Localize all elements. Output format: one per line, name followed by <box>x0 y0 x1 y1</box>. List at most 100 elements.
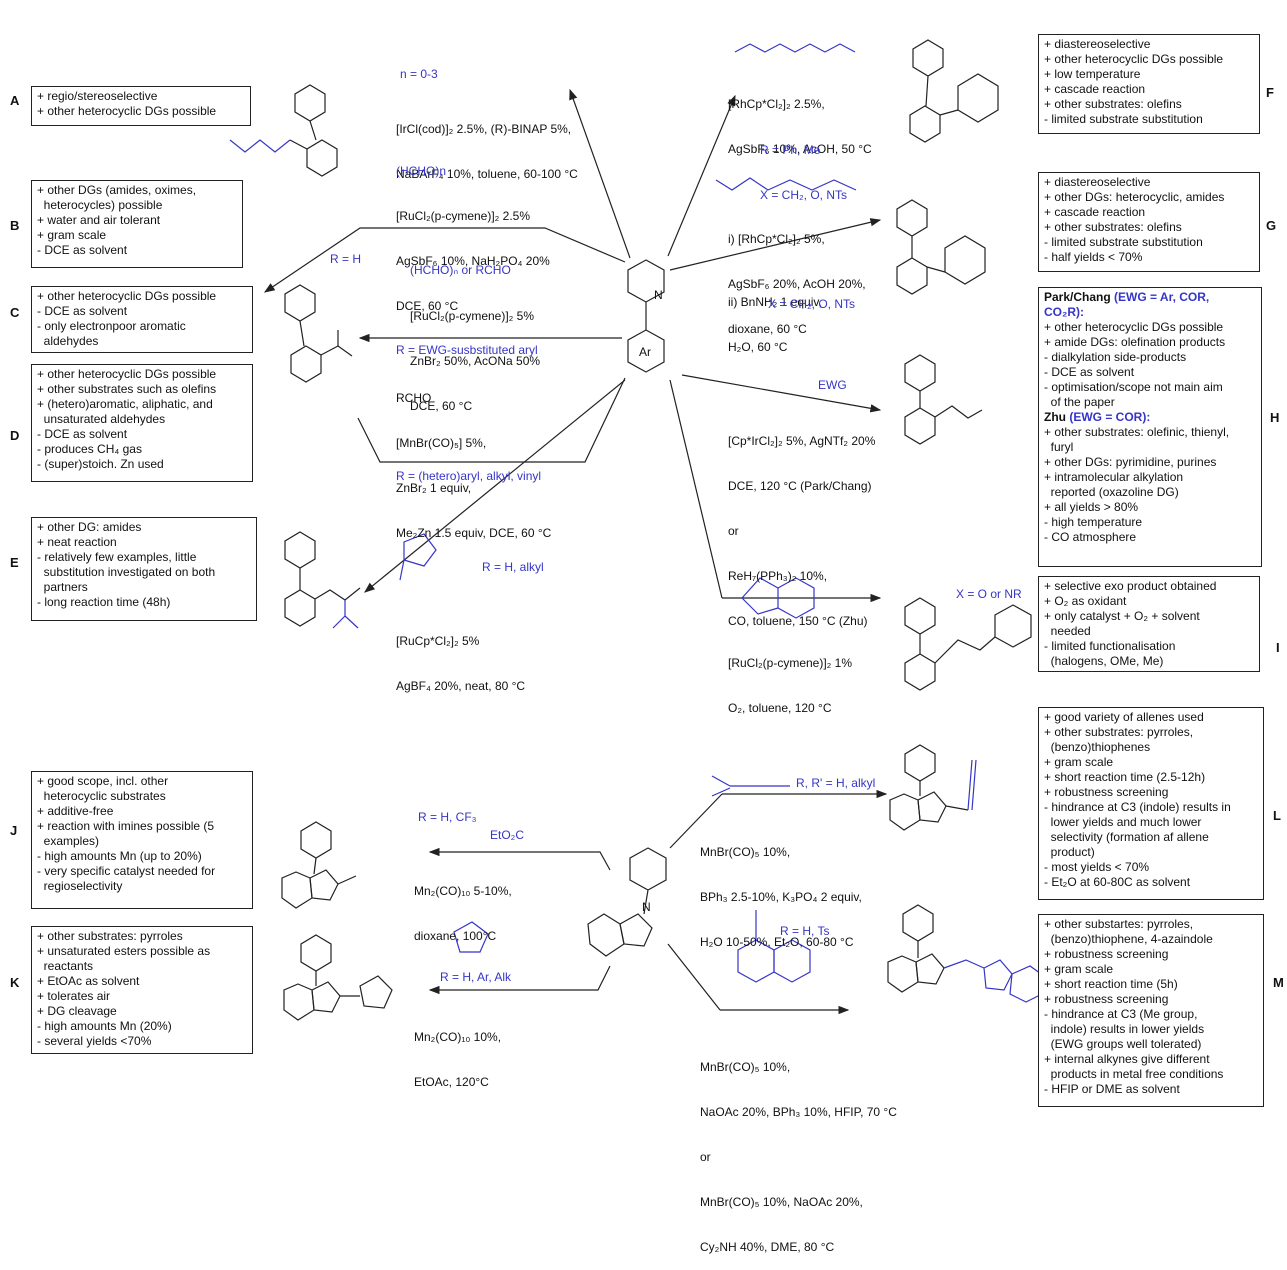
cond-d: [MnBr(CO)₅] 5%, ZnBr₂ 1 equiv, Me₂Zn 1.5… <box>396 406 551 556</box>
cond-l-r: R, R' = H, alkyl <box>796 776 876 790</box>
cond-c-line: [RuCl₂(p-cymene)]₂ 5% <box>410 309 535 323</box>
cond-j-r: R = H, CF₃ <box>418 810 477 824</box>
cond-c-line: DCE, 60 °C <box>410 399 473 413</box>
panel-e-line: - relatively few examples, little <box>37 550 197 564</box>
cond-b-line: AgSbF₆ 10%, NaH₂PO₄ 20% <box>396 254 550 268</box>
panel-tag-j: J <box>10 823 18 838</box>
cond-e-line: AgBF₄ 20%, neat, 80 °C <box>396 679 526 693</box>
cond-h-line: [Cp*IrCl₂]₂ 5%, AgNTf₂ 20% <box>728 434 876 448</box>
product-L <box>889 744 977 831</box>
panel-l-line: lower yields and much lower <box>1044 815 1202 829</box>
center-phenylpyridine <box>627 259 665 373</box>
cond-a-line: NaBArF₄ 10%, toluene, 60-100 °C <box>396 167 578 181</box>
panel-k-line: reactants <box>37 959 94 973</box>
panel-f: + diastereoselective + other heterocycli… <box>1038 34 1260 134</box>
panel-h-line: of the paper <box>1044 395 1115 409</box>
cond-k-line: EtOAc, 120°C <box>414 1075 489 1089</box>
cond-j-line: Mn₂(CO)₁₀ 5-10%, <box>414 884 512 898</box>
cond-m-line: Cy₂NH 40%, DME, 80 °C <box>700 1240 835 1254</box>
panel-k-line: - several yields <70% <box>37 1034 152 1048</box>
panel-tag-l: L <box>1273 808 1281 823</box>
cond-d-line: [MnBr(CO)₅] 5%, <box>396 436 487 450</box>
cond-b: [RuCl₂(p-cymene)]₂ 2.5% AgSbF₆ 10%, NaH₂… <box>396 179 550 329</box>
cond-f: [RhCp*Cl₂]₂ 2.5%, AgSbF₆ 10%, AcOH, 50 °… <box>728 67 872 172</box>
panel-h-line: + other heterocyclic DGs possible <box>1044 320 1224 334</box>
panel-m: + other substartes: pyrroles, (benzo)thi… <box>1038 914 1264 1107</box>
cond-m: MnBr(CO)₅ 10%, NaOAc 20%, BPh₃ 10%, HFIP… <box>700 1030 897 1270</box>
product-M <box>887 904 1045 1003</box>
panel-k-line: + EtOAc as solvent <box>37 974 140 988</box>
cond-k-line: Mn₂(CO)₁₀ 10%, <box>414 1030 502 1044</box>
panel-j-line: - very specific catalyst needed for <box>37 864 216 878</box>
cond-m-line: MnBr(CO)₅ 10%, NaOAc 20%, <box>700 1195 863 1209</box>
panel-h-line: + intramolecular alkylation <box>1044 470 1184 484</box>
product-A <box>229 84 338 177</box>
panel-c-line: aldehydes <box>37 334 99 348</box>
panel-m-line: - hindrance at C3 (Me group, <box>1044 1007 1198 1021</box>
cond-d-reagent: RCHO <box>396 391 432 405</box>
panel-tag-i: I <box>1276 640 1280 655</box>
panel-j-line: + good scope, incl. other <box>37 774 169 788</box>
panel-tag-m: M <box>1273 975 1284 990</box>
panel-h-line: + all yields > 80% <box>1044 500 1139 514</box>
panel-a-line: + regio/stereoselective <box>37 89 158 103</box>
cond-h-ewg: EWG <box>818 378 847 392</box>
panel-j-line: + additive-free <box>37 804 114 818</box>
panel-m-line: indole) results in lower yields <box>1044 1022 1205 1036</box>
cond-m-line: or <box>700 1150 711 1164</box>
panel-h-header1-pre: Park/Chang <box>1044 290 1115 304</box>
cond-j-reagent: EtO₂C <box>490 828 524 842</box>
panel-l-line: - Et₂O at 60-80C as solvent <box>1044 875 1191 889</box>
panel-m-line: + short reaction time (5h) <box>1044 977 1178 991</box>
panel-j-line: examples) <box>37 834 100 848</box>
cond-a: [IrCl(cod)]₂ 2.5%, (R)-BINAP 5%, NaBArF₄… <box>396 92 578 197</box>
cond-c-reagent: (HCHO)ₙ or RCHO <box>410 263 511 277</box>
panel-l-line: (benzo)thiophenes <box>1044 740 1151 754</box>
panel-d-line: + other heterocyclic DGs possible <box>37 367 217 381</box>
cond-e-line: [RuCp*Cl₂]₂ 5% <box>396 634 480 648</box>
center-n-label: N <box>654 288 663 302</box>
panel-h-line: + other substrates: olefinic, thienyl, <box>1044 425 1230 439</box>
cond-i-line: O₂, toluene, 120 °C <box>728 701 832 715</box>
cond-f-r-line: X = CH₂, O, NTs <box>760 188 848 202</box>
reagent-I <box>741 577 815 619</box>
cond-g-line: AgSbF₆ 20%, AcOH 20%, <box>728 277 866 291</box>
panel-g: + diastereoselective + other DGs: hetero… <box>1038 172 1260 272</box>
panel-h-header1b: CO₂R): <box>1044 305 1084 319</box>
panel-k-line: + other substrates: pyrroles <box>37 929 183 943</box>
panel-g-line: + other substrates: olefins <box>1044 220 1182 234</box>
panel-f-line: + other heterocyclic DGs possible <box>1044 52 1224 66</box>
panel-h-line: - high temperature <box>1044 515 1143 529</box>
panel-d-line: + other substrates such as olefins <box>37 382 217 396</box>
panel-d: + other heterocyclic DGs possible + othe… <box>31 364 253 482</box>
panel-h-line: reported (oxazoline DG) <box>1044 485 1179 499</box>
panel-h-line: + amide DGs: olefination products <box>1044 335 1226 349</box>
cond-b-line: [RuCl₂(p-cymene)]₂ 2.5% <box>396 209 531 223</box>
cond-g-line: i) [RhCp*Cl₂]₂ 5%, <box>728 232 825 246</box>
cond-m-line: NaOAc 20%, BPh₃ 10%, HFIP, 70 °C <box>700 1105 897 1119</box>
cond-l: MnBr(CO)₅ 10%, BPh₃ 2.5-10%, K₃PO₄ 2 equ… <box>700 815 862 965</box>
panel-m-line: + other substartes: pyrroles, <box>1044 917 1194 931</box>
panel-tag-e: E <box>10 555 19 570</box>
reagent-E <box>399 533 437 581</box>
cond-d-line: ZnBr₂ 1 equiv, <box>396 481 472 495</box>
panel-e-line: + neat reaction <box>37 535 117 549</box>
panel-d-line: - (super)stoich. Zn used <box>37 457 164 471</box>
cond-b-reagent: (HCHO)n <box>396 164 446 178</box>
cond-l-line: H₂O 10-50%, Et₂O, 60-80 °C <box>700 935 854 949</box>
panel-h-line: - CO atmosphere <box>1044 530 1137 544</box>
cond-g2-line: ii) BnNH₂ 1 equiv, <box>728 295 822 309</box>
panel-m-line: + internal alkynes give different <box>1044 1052 1210 1066</box>
panel-l-line: + robustness screening <box>1044 785 1169 799</box>
panel-j-line: - high amounts Mn (up to 20%) <box>37 849 202 863</box>
panel-h: Park/Chang (EWG = Ar, COR, CO₂R): + othe… <box>1038 287 1262 567</box>
panel-a-line: + other heterocyclic DGs possible <box>37 104 217 118</box>
panel-a: + regio/stereoselective + other heterocy… <box>31 86 251 126</box>
panel-l: + good variety of allenes used + other s… <box>1038 707 1264 900</box>
center-ar-label: Ar <box>639 345 651 359</box>
cond-e-r: R = H, alkyl <box>482 560 544 574</box>
panel-b-line: heterocycles) possible <box>37 198 163 212</box>
arrows-top <box>264 88 882 603</box>
cond-k: Mn₂(CO)₁₀ 10%, EtOAc, 120°C <box>414 1000 501 1105</box>
cond-h-line: ReH₇(PPh₃)₂ 10%, <box>728 569 828 583</box>
